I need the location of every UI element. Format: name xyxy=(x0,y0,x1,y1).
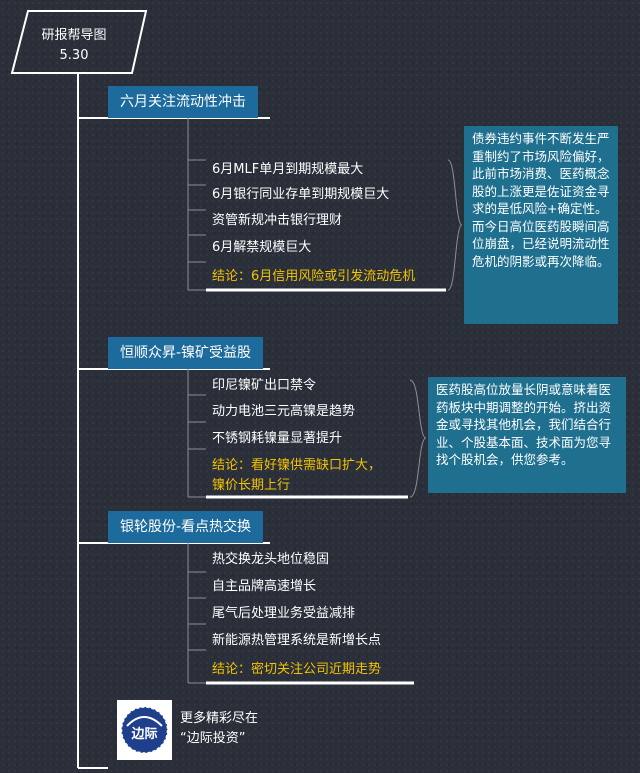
conclusion-text: 结论：密切关注公司近期走势 xyxy=(212,662,382,677)
promo-line1: 更多精彩尽在 xyxy=(180,711,259,726)
map-title-line1: 研报帮导图 xyxy=(41,28,107,43)
conclusion-text: 结论：6月信用风险或引发流动危机 xyxy=(212,269,416,284)
list-item: 6月银行同业存单到期规模巨大 xyxy=(212,187,390,202)
section-yinlun[interactable]: 银轮股份-看点热交换 xyxy=(108,511,264,543)
list-item: 6月解禁规模巨大 xyxy=(212,240,312,255)
list-item: 印尼镍矿出口禁令 xyxy=(212,378,317,393)
note-box: 医药股高位放量长阴或意味着医药板块中期调整的开始。挤出资金或寻找其他机会，我们结… xyxy=(428,377,626,493)
list-item: 动力电池三元高镍是趋势 xyxy=(212,404,356,419)
title-shape xyxy=(10,10,148,74)
logo-text: 边际 xyxy=(130,727,157,742)
list-item: 资管新规冲击银行理财 xyxy=(212,213,343,228)
section-liquidity[interactable]: 六月关注流动性冲击 xyxy=(108,86,258,118)
list-item: 6月MLF单月到期规模最大 xyxy=(212,162,364,177)
list-item: 新能源热管理系统是新增长点 xyxy=(212,633,382,648)
list-item: 热交换龙头地位稳固 xyxy=(212,552,330,567)
promo-line2: “边际投资” xyxy=(180,731,246,746)
list-item: 不锈钢耗镍量显著提升 xyxy=(212,431,343,446)
map-title-date: 5.30 xyxy=(59,48,89,63)
list-item: 尾气后处理业务受益减排 xyxy=(212,606,356,621)
section-nickel[interactable]: 恒顺众昇-镍矿受益股 xyxy=(108,337,264,369)
logo: 边际 xyxy=(117,700,172,760)
conclusion-text-cont: 镍价长期上行 xyxy=(212,478,291,493)
promo-text: 更多精彩尽在 “边际投资” xyxy=(180,709,258,749)
note-box: 债券违约事件不断发生严重制约了市场风险偏好，此前市场消费、医药概念股的上涨更是佐… xyxy=(464,126,618,324)
conclusion-text: 结论：看好镍供需缺口扩大， xyxy=(212,458,382,473)
list-item: 自主品牌高速增长 xyxy=(212,579,317,594)
map-title: 研报帮导图 5.30 xyxy=(18,26,130,66)
